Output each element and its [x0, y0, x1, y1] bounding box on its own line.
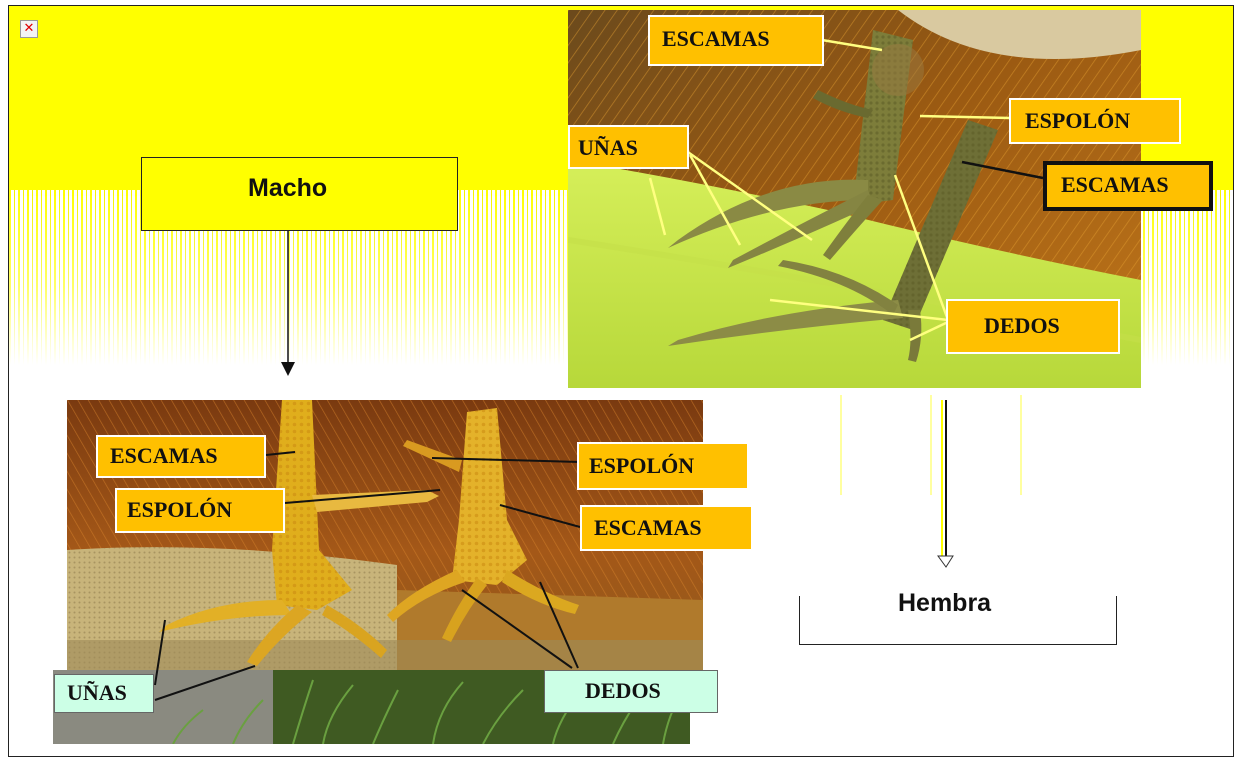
label-escamas: ESCAMAS	[96, 435, 266, 478]
label-escamas: ESCAMAS	[580, 505, 753, 551]
label-text: ESCAMAS	[662, 26, 770, 51]
label-text: ESCAMAS	[1061, 172, 1169, 197]
hembra-title-box	[799, 596, 1117, 645]
label-dedos: DEDOS	[544, 670, 718, 713]
label-text: ESPOLÓN	[127, 497, 233, 522]
label-text: ESPOLÓN	[589, 453, 695, 478]
broken-image-icon: ✕	[20, 20, 38, 38]
macho-title-box: Macho	[141, 157, 458, 231]
label-unas: UÑAS	[568, 125, 689, 169]
label-text: ESCAMAS	[594, 515, 702, 540]
hembra-title: Hembra	[898, 589, 992, 617]
macho-title: Macho	[248, 174, 328, 202]
label-text: UÑAS	[67, 680, 127, 705]
label-text: ESCAMAS	[110, 443, 218, 468]
label-text: DEDOS	[984, 313, 1060, 338]
label-unas: UÑAS	[54, 674, 154, 713]
label-espolon: ESPOLÓN	[1009, 98, 1181, 144]
label-escamas: ESCAMAS	[1043, 161, 1213, 211]
label-espolon: ESPOLÓN	[115, 488, 285, 533]
label-escamas: ESCAMAS	[648, 15, 824, 66]
label-text: ESPOLÓN	[1025, 108, 1131, 133]
label-text: UÑAS	[578, 135, 638, 160]
label-espolon: ESPOLÓN	[577, 442, 749, 490]
faint-background-lines	[800, 395, 1080, 495]
label-text: DEDOS	[585, 678, 661, 703]
label-dedos: DEDOS	[946, 299, 1120, 354]
